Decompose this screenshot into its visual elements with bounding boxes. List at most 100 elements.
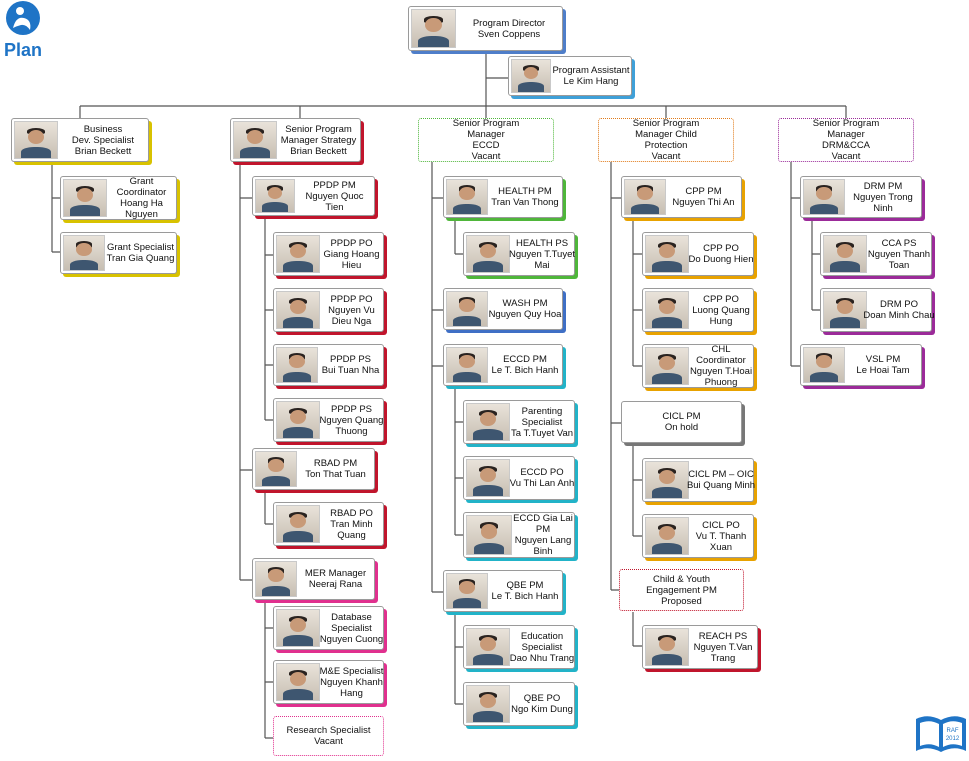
position-title: M&E Specialist bbox=[319, 665, 384, 677]
person-photo bbox=[624, 179, 666, 215]
person-photo bbox=[276, 401, 320, 439]
position-line: Vu T. Thanh bbox=[695, 530, 747, 542]
person-photo bbox=[411, 9, 456, 48]
person-photo bbox=[645, 517, 689, 555]
position-line: Luong Quang bbox=[692, 304, 750, 316]
badge-line-2: 2012 bbox=[946, 736, 960, 742]
position-line: Manager Strategy bbox=[280, 134, 357, 146]
position-title: Business bbox=[83, 123, 123, 135]
position-line: Brian Beckett bbox=[290, 145, 347, 157]
position-title: CICL PM – OIC bbox=[688, 469, 754, 480]
position-line: Xuan bbox=[709, 541, 733, 553]
position-line: Nguyen Trong bbox=[853, 191, 913, 203]
position-line: Le Hoai Tam bbox=[856, 365, 910, 376]
position-title: PPDP PO bbox=[330, 237, 373, 249]
position-line: DRM&CCA bbox=[821, 140, 871, 151]
person-photo bbox=[466, 235, 510, 273]
position-line: On hold bbox=[664, 422, 699, 433]
position-title: Education bbox=[520, 630, 564, 642]
position-title: Grant bbox=[129, 176, 154, 187]
position-title: HEALTH PS bbox=[515, 237, 569, 249]
person-photo bbox=[276, 347, 318, 383]
position-line: Phuong bbox=[704, 377, 738, 388]
position-line: Le T. Bich Hanh bbox=[491, 591, 559, 602]
position-title: Program Assistant bbox=[552, 65, 630, 76]
position-line: Binh bbox=[533, 546, 553, 557]
position-title: Database bbox=[331, 611, 372, 623]
person-photo bbox=[255, 179, 295, 213]
person-photo bbox=[446, 291, 488, 327]
position-title: Senior Program bbox=[452, 118, 520, 129]
position-line: Bui Quang Minh bbox=[686, 480, 756, 491]
position-title: DRM PO bbox=[880, 299, 918, 310]
position-title: PPDP PM bbox=[313, 179, 356, 191]
position-title: Parenting bbox=[521, 405, 563, 417]
position-line: Dao Nhu Trang bbox=[509, 652, 575, 664]
person-photo bbox=[466, 459, 510, 497]
person-photo bbox=[255, 451, 297, 487]
person-photo bbox=[511, 59, 551, 93]
book-logo: RAF 2012 bbox=[914, 711, 968, 756]
position-line: Hung bbox=[709, 315, 733, 327]
position-title: ECCD PO bbox=[520, 467, 564, 478]
